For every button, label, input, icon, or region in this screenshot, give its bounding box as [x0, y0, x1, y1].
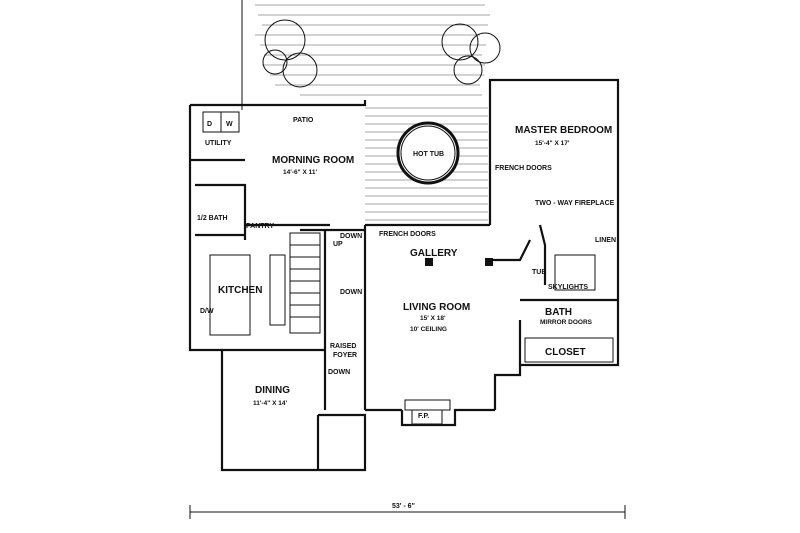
washer-dryer: [202, 111, 240, 133]
down-label-1: DOWN: [340, 233, 362, 240]
french-doors-gallery-label: FRENCH DOORS: [379, 231, 436, 238]
dining-dim: 11'-4" X 14': [253, 400, 287, 407]
up-label: UP: [333, 241, 343, 248]
fireplace-icon: [404, 399, 451, 425]
fp-label: F.P.: [418, 413, 429, 420]
kitchen-label: KITCHEN: [218, 285, 262, 296]
tree-right-icon: [441, 23, 501, 85]
living-room-dim: 15' X 18': [420, 315, 446, 322]
raised-foyer-label-2: FOYER: [333, 352, 357, 359]
two-way-fireplace-label: TWO - WAY FIREPLACE: [535, 200, 615, 207]
washer-label: D: [207, 121, 212, 128]
mirror-doors-label: MIRROR DOORS: [540, 319, 593, 326]
pantry-label: PANTRY: [246, 223, 274, 230]
tree-left-icon: [262, 19, 318, 88]
patio-label: PATIO: [293, 117, 314, 124]
dryer-label: W: [226, 121, 233, 128]
master-bedroom-label: MASTER BEDROOM: [515, 125, 612, 136]
exterior-walls: [188, 78, 620, 472]
master-bedroom-dim: 15'-4" X 17': [535, 140, 570, 147]
dining-label: DINING: [255, 385, 290, 396]
gallery-column-2: [485, 258, 493, 266]
raised-foyer-label-1: RAISED: [330, 343, 356, 350]
gallery-column: [425, 258, 433, 266]
bath-label: BATH: [545, 307, 572, 318]
overall-width-label: 53' - 6": [392, 503, 415, 510]
hot-tub-icon: [396, 121, 460, 185]
morning-room-dim: 14'-6" X 11': [283, 169, 317, 176]
french-doors-bedroom-label: FRENCH DOORS: [495, 165, 552, 172]
interior-walls: [190, 158, 618, 410]
dimension-line: [189, 505, 626, 519]
closet-label: CLOSET: [545, 347, 586, 358]
gallery-label: GALLERY: [410, 248, 458, 259]
skylights-label: SKYLIGHTS: [548, 284, 588, 291]
linen-label: LINEN: [595, 237, 616, 244]
kitchen-counter: [209, 254, 286, 336]
tub-icon: [554, 254, 596, 291]
stairs: [289, 232, 321, 334]
morning-room-label: MORNING ROOM: [272, 155, 354, 166]
living-room-ceiling: 10' CEILING: [410, 326, 447, 333]
utility-label: UTILITY: [205, 140, 232, 147]
down-label-2: DOWN: [340, 289, 362, 296]
half-bath-label: 1/2 BATH: [197, 215, 228, 222]
living-room-label: LIVING ROOM: [403, 302, 470, 313]
down-label-3: DOWN: [328, 369, 350, 376]
dishwasher-label: D/W: [200, 308, 214, 315]
closet-box: [524, 337, 614, 363]
tub-label: TUB: [532, 269, 546, 276]
hot-tub-label: HOT TUB: [413, 151, 444, 158]
landscape-hatching: [255, 4, 490, 221]
